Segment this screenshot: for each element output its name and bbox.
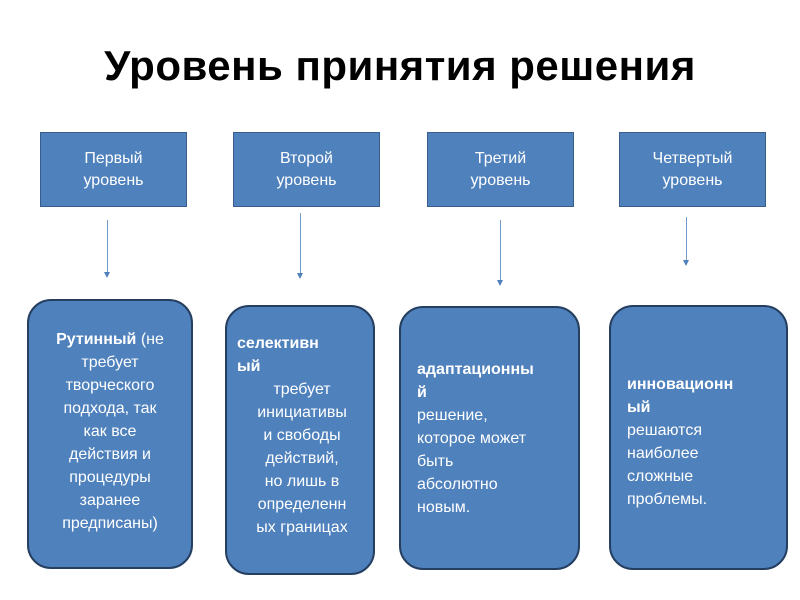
level-4-desc-bold-line-2: ый: [627, 399, 651, 416]
level-1-arrow-head: [104, 272, 110, 278]
level-2-desc-line: инициативы: [257, 404, 347, 421]
level-3-desc-line: решение,: [417, 407, 488, 424]
level-3-header-line-1: Третий: [474, 149, 527, 167]
level-4-desc-line: проблемы.: [627, 491, 708, 508]
level-2-desc-line: и свободы: [263, 427, 341, 444]
level-1-desc-line: требует: [81, 354, 139, 371]
level-3-desc-line: которое может: [417, 430, 527, 447]
level-4-desc-line: решаются: [627, 422, 702, 439]
level-1-desc-line: творческого: [65, 377, 155, 394]
level-2-header-line-2: уровень: [276, 171, 337, 189]
level-4-desc-line: сложные: [627, 468, 694, 485]
level-1-desc-bold: Рутинный (не: [56, 331, 164, 348]
level-4-arrow-head: [683, 260, 689, 266]
level-4-box: Четвертый уровень: [619, 132, 766, 207]
level-1-desc-line: заранее: [79, 492, 141, 509]
level-1-desc-line: действия и: [69, 446, 151, 463]
level-1-header-line-2: уровень: [83, 171, 144, 189]
level-3-desc-bold-line-1: адаптационны: [417, 361, 534, 378]
level-3-arrow-line: [500, 220, 501, 280]
level-2-desc-line: требует: [273, 381, 331, 398]
level-2-desc-line: ых границах: [256, 519, 348, 536]
level-4-desc-line: наиболее: [627, 445, 699, 462]
level-1-desc-line: процедуры: [69, 469, 151, 486]
level-3-desc-bold-line-2: й: [417, 384, 427, 401]
level-2-arrow-head: [297, 273, 303, 279]
level-2-desc-line: но лишь в: [264, 473, 340, 490]
level-1-header-line-1: Первый: [84, 149, 143, 167]
level-2-description: селективн ый требует инициативы и свобод…: [225, 305, 375, 575]
level-3-header-line-2: уровень: [470, 171, 531, 189]
level-3-description: адаптационны й решение, которое может бы…: [399, 306, 580, 570]
level-2-desc-line: определенн: [257, 496, 347, 513]
level-2-desc-line: действий,: [265, 450, 339, 467]
level-2-arrow-line: [300, 213, 301, 273]
level-4-arrow-line: [686, 217, 687, 260]
level-1-description: Рутинный (не требует творческого подхода…: [27, 299, 193, 569]
level-4-desc-bold-line-1: инновационн: [627, 376, 734, 393]
level-3-desc-line: новым.: [417, 499, 471, 516]
level-1-box: Первый уровень: [40, 132, 187, 207]
level-3-desc-line: быть: [417, 453, 454, 470]
level-1-desc-line: как все: [83, 423, 137, 440]
level-2-desc-bold-line-1: селективн: [237, 335, 319, 352]
level-1-arrow-line: [107, 220, 108, 272]
level-3-box: Третий уровень: [427, 132, 574, 207]
level-3-desc-line: абсолютно: [417, 476, 498, 493]
level-1-desc-line: подхода, так: [63, 400, 157, 417]
level-2-box: Второй уровень: [233, 132, 380, 207]
page-title: Уровень принятия решения: [104, 42, 696, 89]
level-4-header-line-1: Четвертый: [652, 149, 733, 167]
level-4-description: инновационн ый решаются наиболее сложные…: [609, 305, 788, 570]
level-2-desc-bold-line-2: ый: [237, 358, 261, 375]
level-1-desc-line: предписаны): [62, 515, 158, 532]
level-3-arrow-head: [497, 280, 503, 286]
level-4-header-line-2: уровень: [662, 171, 723, 189]
level-2-header-line-1: Второй: [280, 149, 333, 167]
